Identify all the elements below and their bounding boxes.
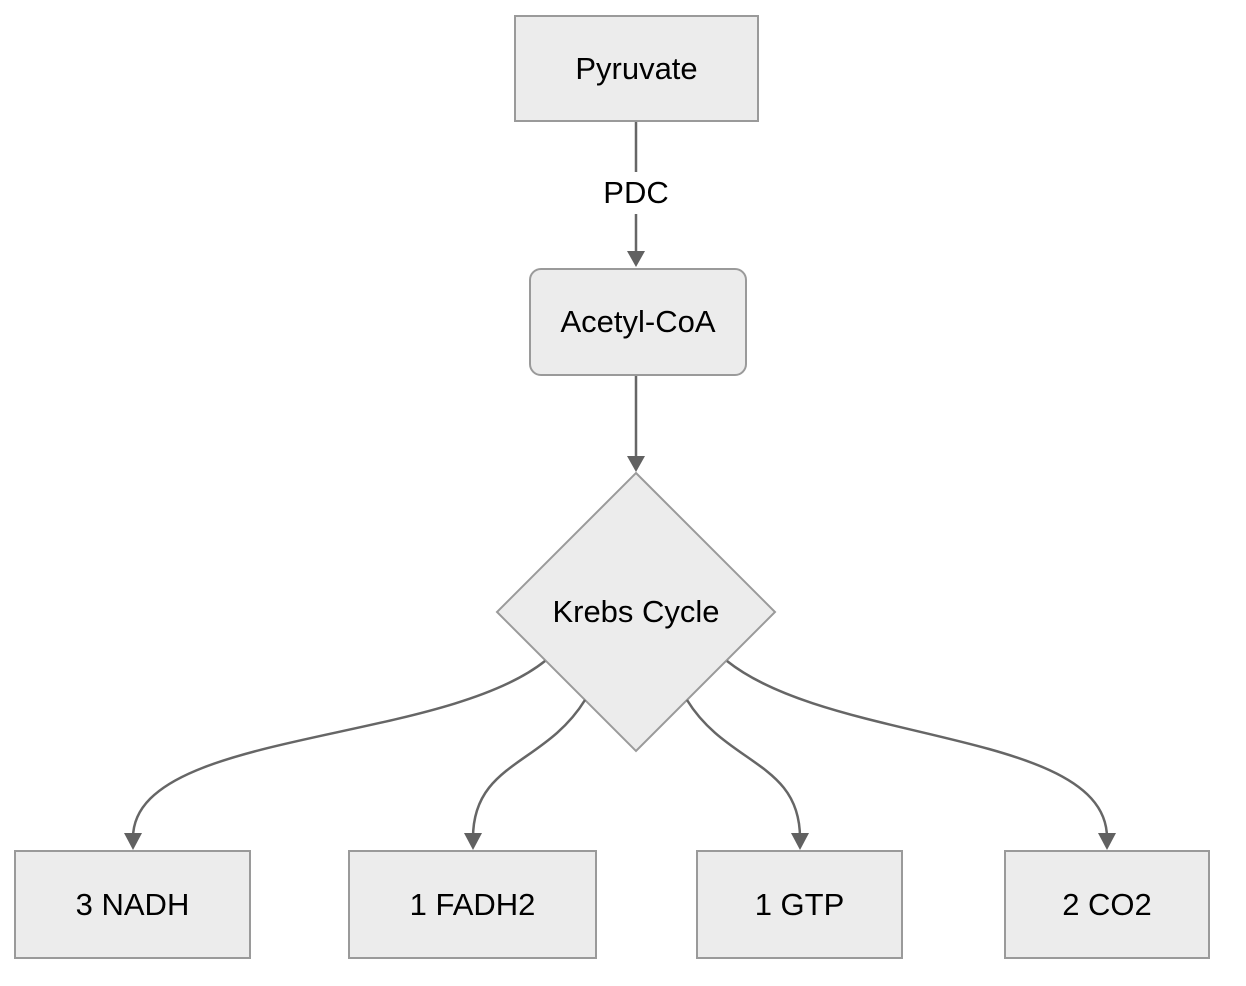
node-pyruvate-label: Pyruvate [575, 50, 698, 86]
node-gtp-label: 1 GTP [754, 886, 845, 922]
node-pyruvate: Pyruvate [514, 15, 759, 122]
node-nadh-label: 3 NADH [75, 886, 190, 922]
node-krebs-cycle-label: Krebs Cycle [552, 594, 720, 629]
edge-krebs-gtp [685, 699, 802, 839]
node-krebs-cycle: Krebs Cycle [497, 587, 775, 637]
arrowhead-icon-krebs [627, 456, 645, 472]
edge-krebs-co2 [726, 660, 1109, 839]
arrowhead-icon-acetylcoa [627, 251, 645, 267]
node-fadh2: 1 FADH2 [348, 850, 597, 959]
node-gtp: 1 GTP [696, 850, 903, 959]
edge-krebs-nadh [131, 660, 546, 839]
arrowhead-icon-nadh [124, 833, 142, 850]
edge-krebs-fadh2 [471, 699, 587, 839]
arrowhead-icon-gtp [791, 833, 809, 850]
edge-label-pdc: PDC [591, 172, 681, 215]
arrowhead-icon-fadh2 [464, 833, 482, 850]
node-acetyl-coa-label: Acetyl-CoA [560, 304, 716, 339]
node-co2-label: 2 CO2 [1062, 886, 1152, 922]
node-nadh: 3 NADH [14, 850, 251, 959]
node-acetyl-coa: Acetyl-CoA [529, 268, 747, 376]
node-co2: 2 CO2 [1004, 850, 1210, 959]
arrowhead-icon-co2 [1098, 833, 1116, 850]
node-fadh2-label: 1 FADH2 [409, 886, 536, 922]
krebs-cycle-diamond-shape [495, 471, 777, 753]
